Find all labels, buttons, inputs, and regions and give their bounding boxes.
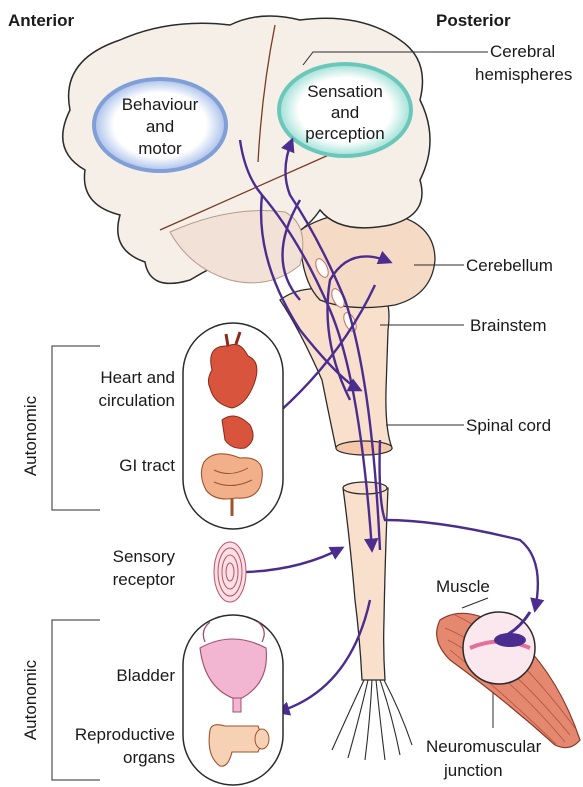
repro-label-1: Reproductive [75, 725, 175, 744]
autonomic-top-label: Autonomic [21, 395, 40, 476]
brainstem-label: Brainstem [470, 316, 547, 335]
neuromuscular-junction [463, 612, 535, 684]
muscle-label: Muscle [436, 577, 490, 596]
sensory-label-2: receptor [113, 570, 176, 589]
cerebral-label-2: hemispheres [475, 65, 572, 84]
nmj-label-2: junction [443, 761, 503, 780]
bladder-label: Bladder [116, 666, 175, 685]
spinal-cord-label: Spinal cord [466, 416, 551, 435]
behaviour-label-1: Behaviour [122, 95, 199, 114]
cerebral-label-1: Cerebral [490, 42, 555, 61]
sensory-receptor-icon [214, 542, 246, 602]
heart-label-1: Heart and [100, 368, 175, 387]
posterior-label: Posterior [436, 11, 511, 30]
sensation-label-1: Sensation [307, 82, 383, 101]
cerebellum-label: Cerebellum [466, 256, 553, 275]
spinal-cord [343, 488, 388, 680]
repro-label-2: organs [123, 748, 175, 767]
heart-label-2: circulation [98, 391, 175, 410]
sensation-label-2: and [331, 103, 359, 122]
gi-label: GI tract [119, 456, 175, 475]
sensory-label-1: Sensory [113, 547, 176, 566]
nmj-label-1: Neuromuscular [426, 737, 542, 756]
behaviour-label-3: motor [138, 139, 182, 158]
anterior-label: Anterior [8, 11, 75, 30]
behaviour-label-2: and [146, 117, 174, 136]
cauda-equina [332, 680, 412, 760]
sensation-label-3: perception [305, 124, 384, 143]
autonomic-bottom-label: Autonomic [21, 659, 40, 740]
